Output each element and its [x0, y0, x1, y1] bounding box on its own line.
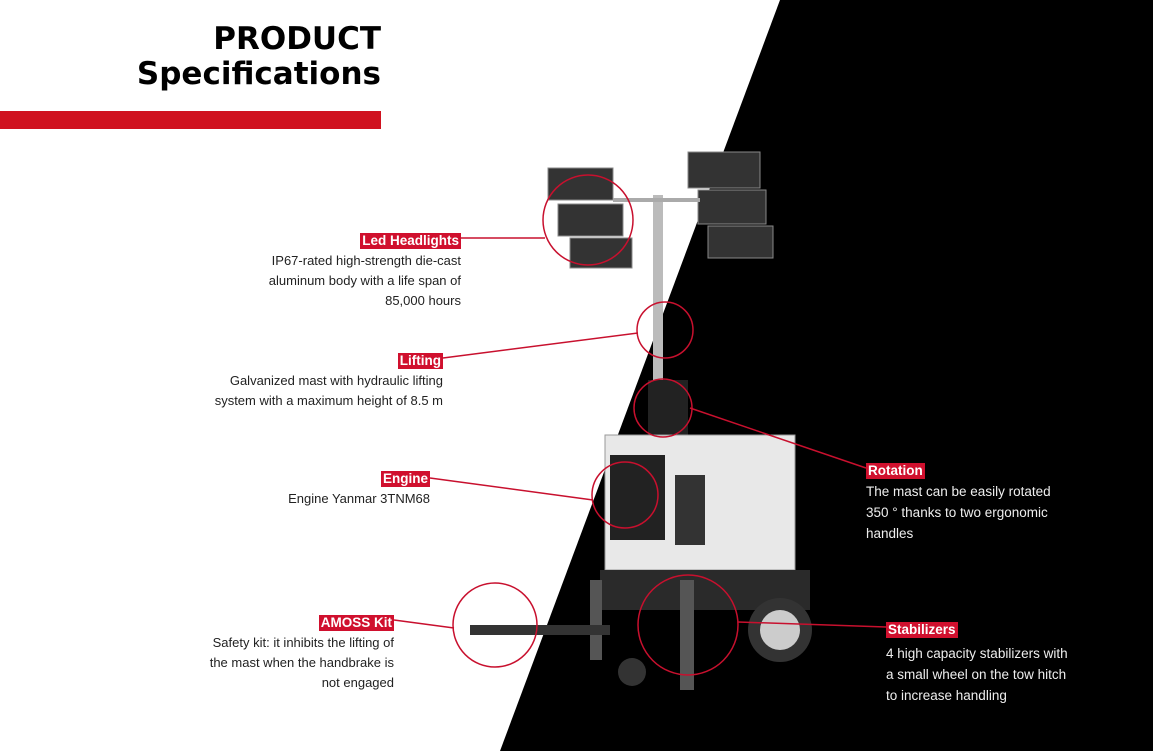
light-tower-image — [470, 151, 812, 690]
red-accent-bar — [0, 111, 381, 129]
callout-lines — [393, 174, 887, 676]
